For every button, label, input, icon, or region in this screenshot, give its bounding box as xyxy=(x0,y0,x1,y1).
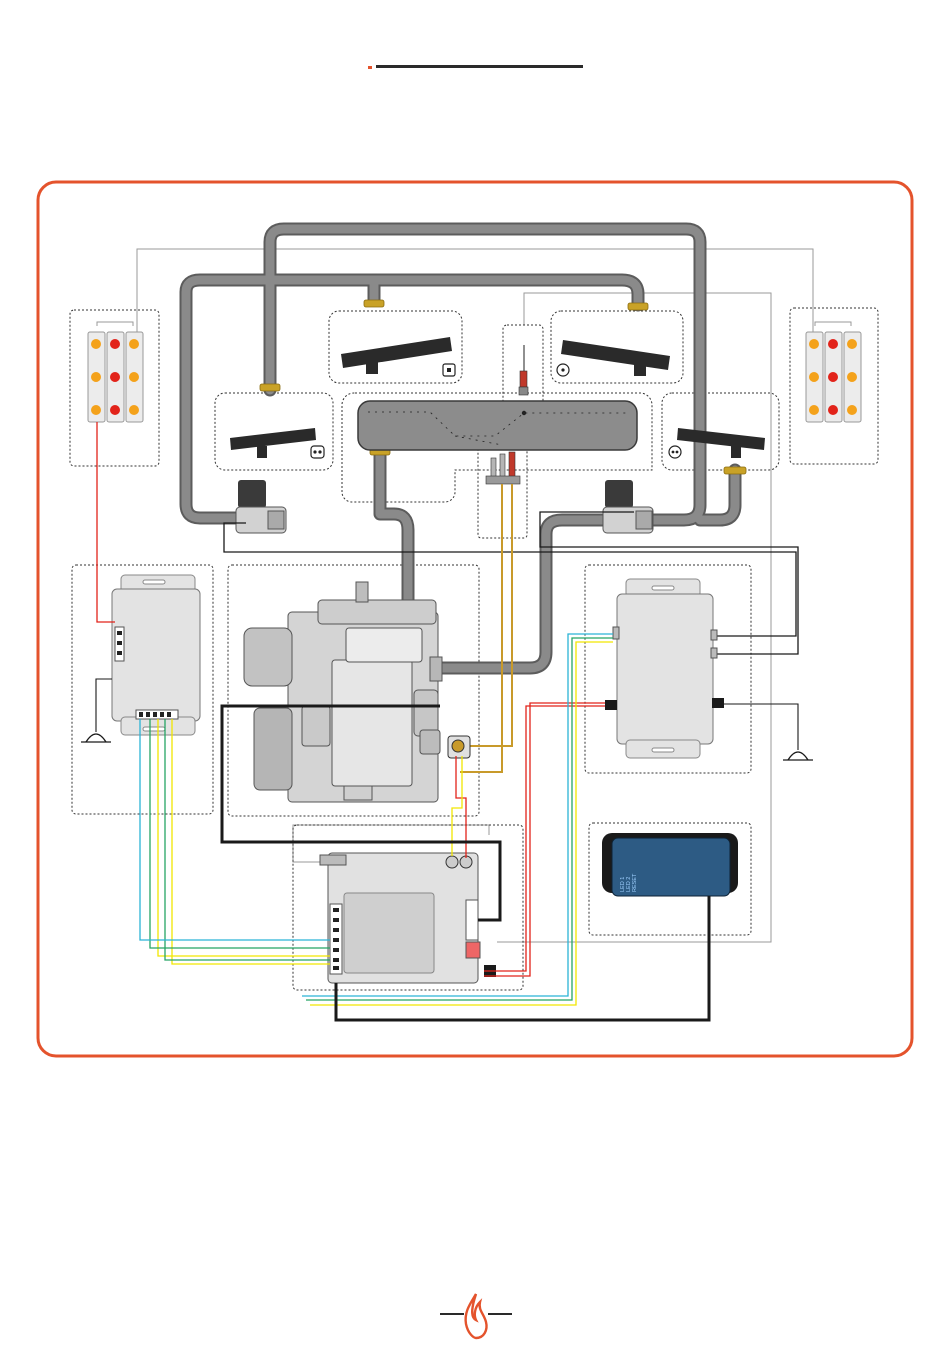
fitting-right xyxy=(724,467,746,474)
left-module xyxy=(112,575,200,735)
switch-block-left xyxy=(88,322,143,422)
control-board xyxy=(320,853,496,983)
receiver-reset-label: RESET xyxy=(632,873,638,892)
ground-symbol-icon xyxy=(783,752,813,760)
pilot-assembly xyxy=(486,452,520,512)
fitting-top-right xyxy=(628,303,648,310)
burner-top-right xyxy=(557,340,670,376)
solenoid-right xyxy=(603,480,653,533)
main-burner xyxy=(358,401,637,450)
solenoid-left xyxy=(236,480,286,533)
flame-logo-icon xyxy=(440,1290,512,1346)
ground-symbol-icon xyxy=(81,734,111,742)
fitting-left xyxy=(260,384,280,391)
thermocouple-connector xyxy=(448,736,470,758)
gas-valve xyxy=(244,582,442,802)
dual-dot-indicator-icon xyxy=(669,446,681,458)
burner-top-left xyxy=(341,337,455,376)
receiver: LED 1 LED 2 RESET xyxy=(602,833,738,896)
burner-right xyxy=(669,428,765,458)
switch-block-right xyxy=(806,322,861,422)
dual-dot-indicator-icon xyxy=(311,446,324,458)
fitting-top-left xyxy=(364,300,384,307)
thermocouple-wires xyxy=(460,512,512,772)
zone-pilot-top xyxy=(503,325,543,408)
pilot-top xyxy=(519,345,528,395)
burner-left xyxy=(230,428,324,458)
right-module xyxy=(605,579,724,758)
